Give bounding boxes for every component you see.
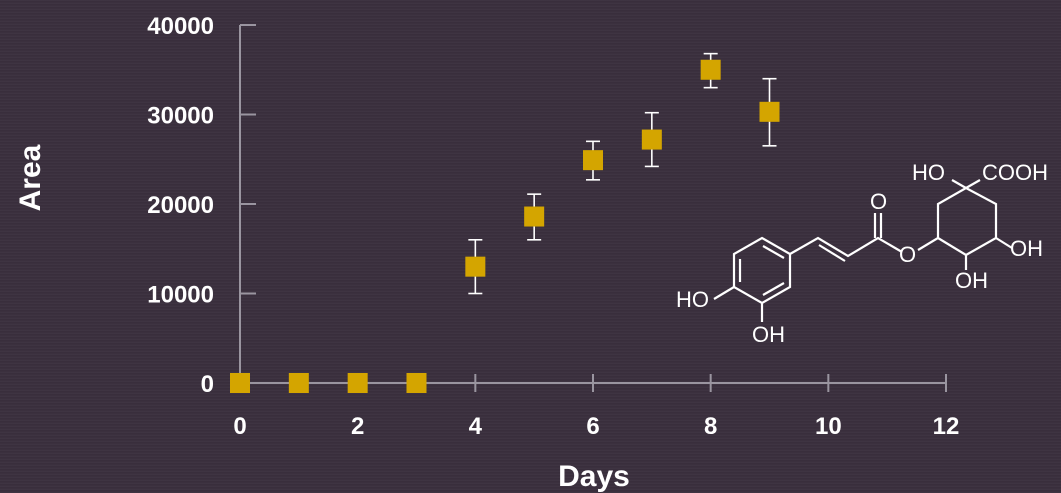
x-tick-label: 6	[586, 413, 599, 440]
cyclohexane-bonds	[917, 186, 998, 257]
y-tick-label: 40000	[147, 13, 214, 40]
data-point	[347, 373, 368, 393]
data-point	[583, 150, 603, 171]
aromatic-ring-bonds	[732, 236, 792, 305]
y-tick-label: 0	[201, 371, 214, 398]
chemical-structure: HO COOH O O OH OH HO OH	[676, 160, 1048, 347]
data-point	[700, 59, 721, 80]
y-tick-label: 20000	[147, 192, 214, 219]
quaternary-bonds	[951, 179, 981, 189]
data-point	[230, 373, 250, 393]
ho-bond	[713, 286, 735, 300]
aromatic-inner-bonds	[738, 245, 785, 296]
x-axis: 0 2 4 6 8 10 12	[233, 374, 959, 440]
y-tick-label: 30000	[147, 103, 214, 130]
oh-bottom-label: OH	[955, 268, 988, 293]
x-tick-label: 4	[469, 413, 483, 440]
y-axis: 0 10000 20000 30000 40000	[147, 13, 256, 398]
oh-ring-label: OH	[752, 322, 785, 347]
data-point	[465, 256, 486, 277]
ho-top-label: HO	[912, 160, 945, 185]
data-point	[406, 373, 427, 393]
x-tick-label: 12	[933, 413, 960, 440]
chain-bonds	[789, 236, 903, 258]
y-tick-label: 10000	[147, 282, 214, 309]
error-bars	[468, 52, 777, 295]
x-axis-title: Days	[558, 460, 630, 493]
chain-double-bond	[818, 244, 846, 262]
x-tick-label: 8	[704, 413, 717, 440]
x-tick-label: 10	[815, 413, 842, 440]
ester-o-label: O	[899, 242, 916, 267]
cooh-label: COOH	[982, 160, 1048, 185]
quinic-oh-bonds	[964, 237, 1013, 270]
x-tick-label: 2	[351, 413, 364, 440]
y-axis-title: Area	[14, 144, 47, 211]
ho-left-label: HO	[676, 287, 709, 312]
oh-right-label: OH	[1010, 236, 1043, 261]
data-points	[230, 59, 780, 393]
carbonyl-bond	[873, 213, 883, 238]
carbonyl-o-label: O	[870, 189, 887, 214]
data-point	[641, 129, 662, 150]
data-point	[524, 206, 545, 227]
data-point	[288, 373, 309, 393]
data-point	[759, 101, 780, 122]
x-tick-label: 0	[233, 413, 246, 440]
